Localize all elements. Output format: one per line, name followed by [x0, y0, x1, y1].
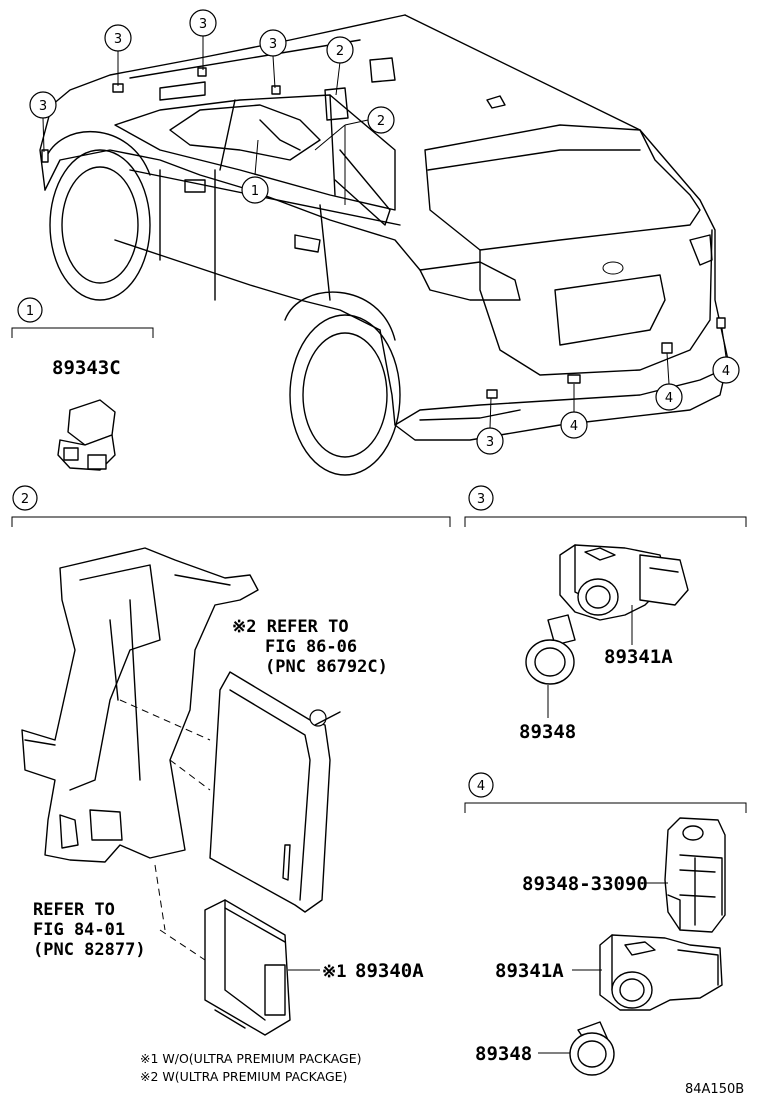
part-89343C-sensor-icon — [57, 399, 116, 471]
svg-text:3: 3 — [486, 435, 494, 450]
ref-ecu-line-2: FIG 86-06 — [265, 637, 357, 657]
section-3-number: 3 — [477, 492, 485, 507]
callout-3-d: 3 — [29, 91, 57, 119]
note-1: ※1 W/O(ULTRA PREMIUM PACKAGE) — [140, 1051, 361, 1066]
section-4-number: 4 — [477, 779, 485, 794]
svg-text:2: 2 — [377, 114, 385, 129]
ref-ecu-line-1: ※2 REFER TO — [232, 617, 349, 637]
sensor-89341A-s4-drawing — [599, 934, 723, 1011]
section-1-number: 1 — [26, 304, 34, 319]
section-4: 4 89348-33090 89341A 89 — [464, 772, 747, 1076]
vehicle-illustration — [39, 14, 729, 476]
retainer-89348-drawing — [525, 614, 576, 685]
ref-bracket-line-3: (PNC 82877) — [33, 940, 146, 960]
ref-bracket-line-2: FIG 84-01 — [33, 920, 125, 940]
callout-3-b: 3 — [189, 9, 217, 37]
callout-3-c: 3 — [259, 29, 287, 57]
callout-3-e: 3 — [476, 427, 504, 455]
note-2: ※2 W(ULTRA PREMIUM PACKAGE) — [140, 1069, 347, 1084]
callout-4-c: 4 — [712, 356, 740, 384]
ref-bracket-line-1: REFER TO — [33, 900, 115, 920]
section-3: 3 89341A 89348 — [464, 485, 747, 743]
sensor-89341A-drawing — [559, 544, 689, 621]
callout-4-a: 4 — [560, 411, 588, 439]
leader-lines — [42, 35, 727, 429]
svg-text:4: 4 — [665, 391, 673, 406]
ecu-89340A-drawing — [204, 899, 291, 1036]
section-2: 2 — [11, 485, 451, 1084]
svg-text:4: 4 — [722, 364, 730, 379]
part-89341A-label: 89341A — [604, 646, 673, 668]
part-89348-s4-label: 89348 — [475, 1043, 532, 1065]
section-1: 1 89343C — [11, 297, 154, 471]
section-2-number: 2 — [21, 492, 29, 507]
ecu-plate-drawing — [209, 671, 341, 913]
svg-text:2: 2 — [336, 44, 344, 59]
bracket-drawing — [21, 547, 259, 863]
svg-text:3: 3 — [114, 32, 122, 47]
ref-ecu-line-3: (PNC 86792C) — [265, 657, 388, 677]
callout-2-mid: 2 — [367, 106, 395, 134]
part-89343C-label: 89343C — [52, 357, 121, 379]
svg-text:1: 1 — [251, 184, 259, 199]
callout-2-top: 2 — [326, 36, 354, 64]
callout-4-b: 4 — [655, 383, 683, 411]
svg-text:4: 4 — [570, 419, 578, 434]
figure-code: 84A150B — [685, 1082, 744, 1097]
retainer-89348-s4-drawing — [569, 1021, 615, 1076]
part-89348-33090-label: 89348-33090 — [522, 873, 648, 895]
callout-1: 1 — [241, 176, 269, 204]
svg-text:3: 3 — [269, 37, 277, 52]
callout-3-a: 3 — [104, 24, 132, 52]
svg-text:3: 3 — [199, 17, 207, 32]
part-89341A-s4-label: 89341A — [495, 960, 564, 982]
callout-circles: 1 2 2 3 3 3 3 3 4 4 4 — [29, 9, 740, 455]
holder-89348-33090-drawing — [664, 817, 726, 933]
ecu-note-mark: ※1 — [322, 962, 346, 982]
svg-text:3: 3 — [39, 99, 47, 114]
part-89348-label: 89348 — [519, 721, 576, 743]
part-89340A-label: 89340A — [355, 960, 424, 982]
